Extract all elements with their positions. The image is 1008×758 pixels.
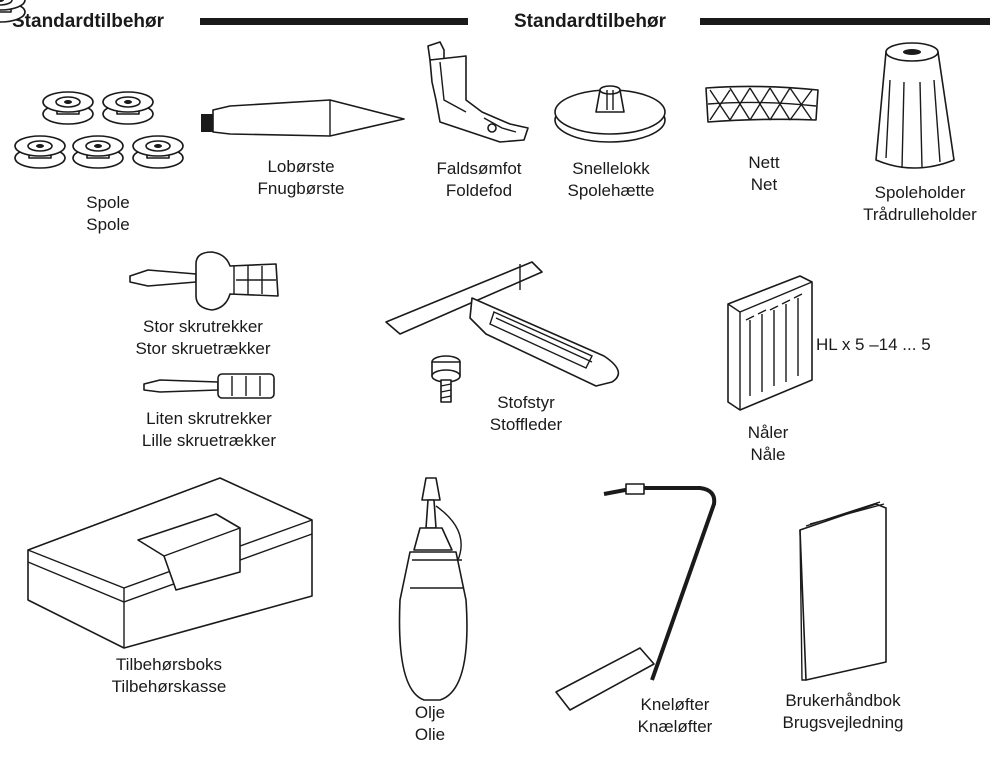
section-header-left: Standardtilbehør: [12, 11, 165, 32]
label-da: Brugsvejledning: [782, 713, 904, 732]
section-header-right: Standardtilbehør: [514, 11, 667, 32]
fabric-guide-illustration: [385, 261, 620, 387]
label-da: Knæløfter: [637, 717, 713, 736]
large-screwdriver-illustration: [129, 251, 279, 311]
spool-cap-illustration: [554, 85, 666, 143]
net-label: Nett Net: [724, 152, 804, 196]
label-da: Lille skruetrækker: [141, 431, 277, 450]
label-da: Stor skruetrækker: [135, 339, 271, 358]
label-da: Net: [750, 175, 778, 194]
manual-illustration: [799, 501, 887, 681]
label-da: Nåle: [750, 445, 786, 464]
label-no: Liten skrutrekker: [146, 409, 272, 428]
label-da: Tilbehørskasse: [111, 677, 227, 696]
header-rule-right: [700, 18, 990, 25]
oil-bottle-illustration: [398, 477, 468, 701]
label-no: Lobørste: [267, 157, 335, 176]
label-da: Stoffleder: [489, 415, 563, 434]
label-no: Spole: [86, 193, 130, 212]
thumb-screw-illustration: [431, 355, 461, 403]
hemmer-foot-illustration: [427, 41, 529, 143]
label-no: Tilbehørsboks: [115, 655, 223, 674]
net-illustration: [705, 85, 819, 123]
label-no: Nett: [748, 153, 780, 172]
label-no: Faldsømfot: [436, 159, 522, 178]
spool-holder-illustration: [875, 42, 955, 169]
needles-illustration: [727, 275, 813, 411]
hemmer-foot-label: Faldsømfot Foldefod: [414, 158, 544, 202]
label-da: Foldefod: [445, 181, 513, 200]
header-rule-left: [200, 18, 468, 25]
label-da: Spolehætte: [567, 181, 655, 200]
label-da: Trådrulleholder: [863, 205, 977, 224]
spool-cap-label: Snellelokk Spolehætte: [548, 158, 674, 202]
large-screwdriver-label: Stor skrutrekker Stor skruetrækker: [118, 316, 288, 360]
label-da: Olie: [414, 725, 446, 744]
accessory-box-illustration: [27, 477, 313, 649]
needles-label: Nåler Nåle: [728, 422, 808, 466]
label-no: Kneløfter: [640, 695, 710, 714]
spool-holder-label: Spoleholder Trådrulleholder: [850, 182, 990, 226]
knee-lifter-illustration: [555, 483, 717, 711]
label-no: Olje: [414, 703, 446, 722]
lint-brush-label: Lobørste Fnugbørste: [236, 156, 366, 200]
label-no: Spoleholder: [874, 183, 966, 202]
oil-label: Olje Olie: [400, 702, 460, 746]
knee-lifter-label: Kneløfter Knæløfter: [620, 694, 730, 738]
fabric-guide-label: Stofstyr Stoffleder: [466, 392, 586, 436]
lint-brush-illustration: [201, 99, 405, 137]
label-no: Stofstyr: [497, 393, 555, 412]
small-screwdriver-label: Liten skrutrekker Lille skruetrækker: [124, 408, 294, 452]
bobbins-label: Spole Spole: [58, 192, 158, 236]
label-no: Stor skrutrekker: [143, 317, 263, 336]
label-no: Nåler: [747, 423, 789, 442]
label-no: Snellelokk: [572, 159, 650, 178]
needles-spec-label: HL x 5 –14 ... 5: [816, 335, 931, 354]
accessory-box-label: Tilbehørsboks Tilbehørskasse: [94, 654, 244, 698]
bobbins-illustration: [0, 0, 184, 169]
label-no: Brukerhåndbok: [785, 691, 901, 710]
label-da: Spole: [86, 215, 130, 234]
manual-label: Brukerhåndbok Brugsvejledning: [770, 690, 916, 734]
small-screwdriver-illustration: [143, 373, 275, 399]
label-da: Fnugbørste: [257, 179, 345, 198]
